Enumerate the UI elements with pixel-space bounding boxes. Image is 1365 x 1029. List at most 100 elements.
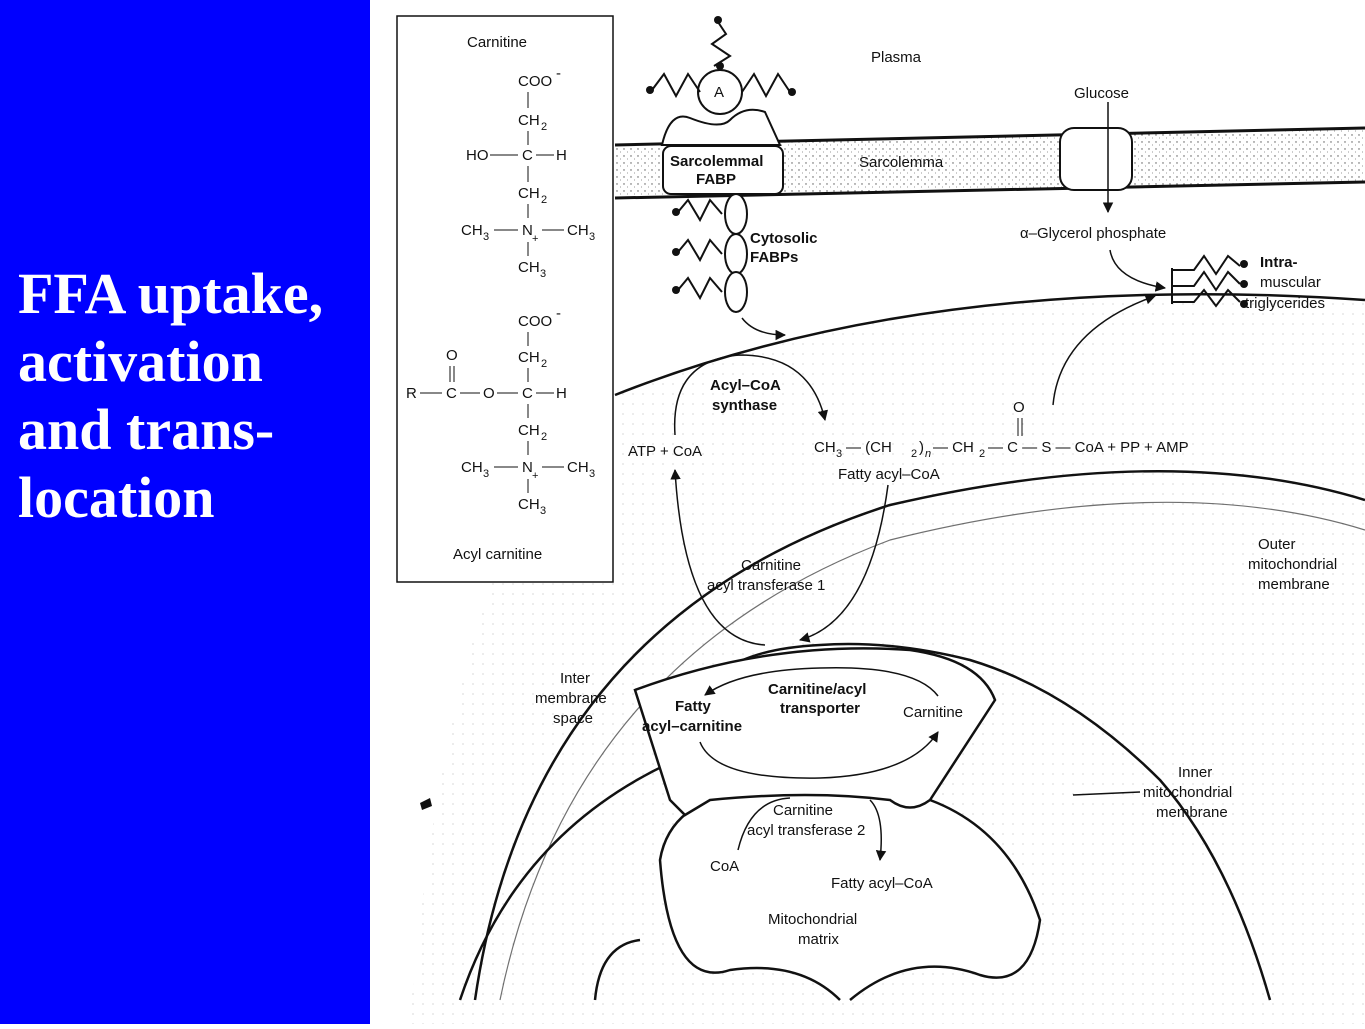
- triglyceride-icon: [1171, 254, 1248, 308]
- inter-membrane-line2: membrane: [535, 690, 607, 707]
- inner-membrane-line3: membrane: [1156, 804, 1228, 821]
- cytosolic-fabps-line1: Cytosolic: [750, 230, 818, 247]
- title-line-3: and trans-: [18, 397, 275, 462]
- inset-ch3-2: CH: [567, 222, 589, 239]
- inset-ch2-4: CH: [518, 422, 540, 439]
- carnitine-label: Carnitine: [903, 704, 963, 721]
- cytosolic-fabps: [672, 193, 748, 313]
- inset-ch2-3: CH: [518, 349, 540, 366]
- plasma-label: Plasma: [871, 49, 922, 66]
- inset-n-2: N: [522, 459, 533, 476]
- reaction-ch3: CH: [814, 439, 836, 456]
- inset-plus-2: +: [532, 470, 538, 482]
- inset-acyl-carnitine-label: Acyl carnitine: [453, 546, 542, 563]
- inset-r: R: [406, 385, 417, 402]
- inset-h-1: H: [556, 147, 567, 164]
- acyl-coa-synthase-line1: Acyl–CoA: [710, 377, 781, 394]
- inset-ch3-sub-2: 3: [589, 231, 595, 243]
- matrix-line1: Mitochondrial: [768, 911, 857, 928]
- fatty-acyl-coa-reaction: O CH 3 — (CH 2 ) n — CH 2 — C — S — CoA …: [814, 399, 1189, 460]
- sarcolemmal-fabp: Sarcolemmal FABP: [660, 108, 784, 195]
- albumin-label: A: [714, 84, 724, 101]
- fatty-acyl-carnitine-line2: acyl–carnitine: [642, 718, 742, 735]
- left-title-panel: FFA uptake, activation and trans- locati…: [0, 0, 370, 1024]
- albumin-complex: A: [646, 16, 796, 115]
- carnitine-acyl-transporter-region: [633, 647, 997, 817]
- inner-membrane-line2: mitochondrial: [1143, 784, 1232, 801]
- inset-o-1: O: [446, 347, 458, 364]
- cat1-line2: acyl transferase 1: [707, 577, 825, 594]
- inset-ch3-5: CH: [567, 459, 589, 476]
- acyl-coa-synthase-line2: synthase: [712, 397, 777, 414]
- inset-carnitine-label: Carnitine: [467, 34, 527, 51]
- cat2-line1: Carnitine: [773, 802, 833, 819]
- inset-ch3-6: CH: [518, 496, 540, 513]
- reaction-n: n: [925, 448, 931, 460]
- reaction-tail: — C — S — CoA + PP + AMP: [988, 439, 1189, 456]
- glucose-transporter: [1059, 102, 1133, 214]
- atp-coa-label: ATP + CoA: [628, 443, 702, 460]
- inset-coo-charge-2: -: [556, 305, 561, 322]
- inset-ch2-sub-4: 2: [541, 431, 547, 443]
- fatty-acyl-carnitine-line1: Fatty: [675, 698, 711, 715]
- transporter-line2: transporter: [780, 700, 860, 717]
- inset-o-2: O: [483, 385, 495, 402]
- inset-coo-1: COO: [518, 73, 552, 90]
- title-line-1: FFA uptake,: [18, 261, 324, 326]
- outer-membrane-line1: Outer: [1258, 536, 1296, 553]
- inset-ch3-3: CH: [518, 259, 540, 276]
- ffa-diagram: Carnitine COO - CH 2 HO C H CH 2 CH 3 N …: [370, 0, 1365, 1024]
- inset-ch3-sub-6: 3: [540, 505, 546, 517]
- triglycerides-line1: Intra-: [1260, 254, 1298, 271]
- title-line-2: activation: [18, 329, 263, 394]
- glycerol-phosphate-label: α–Glycerol phosphate: [1020, 225, 1166, 242]
- inner-membrane-line1: Inner: [1178, 764, 1212, 781]
- sarcolemmal-fabp-line1: Sarcolemmal: [670, 153, 763, 170]
- carnitine-structure-inset: Carnitine COO - CH 2 HO C H CH 2 CH 3 N …: [396, 15, 614, 583]
- inset-ho: HO: [466, 147, 489, 164]
- reaction-ch2n-sub: 2: [911, 448, 917, 460]
- inset-ch2-sub-3: 2: [541, 358, 547, 370]
- reaction-paren: ): [919, 439, 924, 456]
- inset-ch2-2: CH: [518, 185, 540, 202]
- inset-coo-charge-1: -: [556, 65, 561, 82]
- inset-ch3-sub-3: 3: [540, 268, 546, 280]
- fatty-acyl-coa-2-label: Fatty acyl–CoA: [831, 875, 933, 892]
- inset-ch3-sub-4: 3: [483, 468, 489, 480]
- inset-ch3-sub-1: 3: [483, 231, 489, 243]
- coa-label: CoA: [710, 858, 739, 875]
- inset-ch3-sub-5: 3: [589, 468, 595, 480]
- cat2-line2: acyl transferase 2: [747, 822, 865, 839]
- reaction-ch2n: — (CH: [846, 439, 892, 456]
- inset-c-3: C: [522, 385, 533, 402]
- inset-ch2-sub-2: 2: [541, 194, 547, 206]
- transporter-line1: Carnitine/acyl: [768, 681, 866, 698]
- sarcolemmal-fabp-line2: FABP: [696, 171, 736, 188]
- inset-n-1: N: [522, 222, 533, 239]
- outer-membrane-line2: mitochondrial: [1248, 556, 1337, 573]
- inset-ch2-1: CH: [518, 112, 540, 129]
- cytosolic-fabps-line2: FABPs: [750, 249, 798, 266]
- triglycerides-line2: muscular: [1260, 274, 1321, 291]
- inter-membrane-line1: Inter: [560, 670, 590, 687]
- glucose-label: Glucose: [1074, 85, 1129, 102]
- reaction-o: O: [1013, 399, 1025, 416]
- inner-mitochondrial-membrane: [458, 642, 1272, 1001]
- reaction-ch3-sub: 3: [836, 448, 842, 460]
- outer-membrane-line3: membrane: [1258, 576, 1330, 593]
- cat1-line1: Carnitine: [741, 557, 801, 574]
- sarcolemma-label: Sarcolemma: [859, 154, 944, 171]
- inset-ch2-sub-1: 2: [541, 121, 547, 133]
- ink-spot: [420, 798, 432, 810]
- inset-h-2: H: [556, 385, 567, 402]
- slide-title: FFA uptake, activation and trans- locati…: [18, 260, 368, 532]
- reaction-ch2: — CH: [933, 439, 974, 456]
- inset-c-2: C: [446, 385, 457, 402]
- inset-ch3-1: CH: [461, 222, 483, 239]
- inset-coo-2: COO: [518, 313, 552, 330]
- inset-c-1: C: [522, 147, 533, 164]
- inset-plus-1: +: [532, 233, 538, 245]
- reaction-ch2-sub: 2: [979, 448, 985, 460]
- title-line-4: location: [18, 465, 215, 530]
- matrix-line2: matrix: [798, 931, 839, 948]
